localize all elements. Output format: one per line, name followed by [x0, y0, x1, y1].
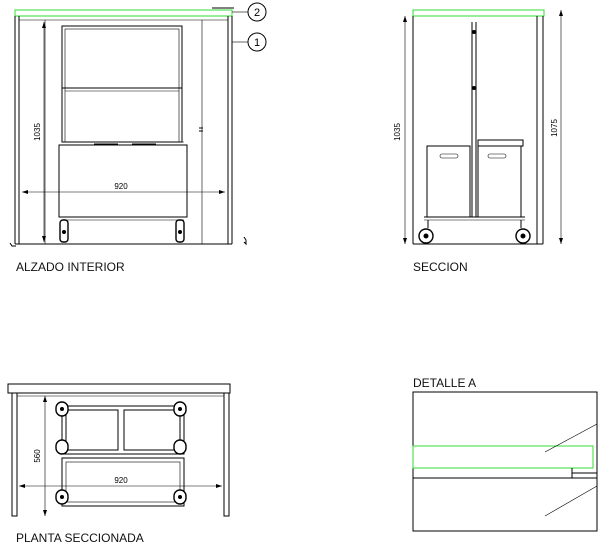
planta-depth-dimension: 560	[33, 449, 42, 463]
planta-left-panel	[11, 392, 18, 517]
alzado-wheel-left	[59, 219, 69, 243]
seccion-caption: SECCION	[413, 260, 468, 274]
alzado-top-panel	[14, 9, 233, 17]
planta-caster-bottom-left	[55, 489, 69, 505]
seccion-inner-height-dimension: 1035	[393, 123, 402, 141]
seccion-wheel-right	[515, 220, 531, 244]
planta-right-panel	[223, 392, 230, 517]
planta-caster-mid-left	[55, 439, 69, 455]
detalle-top-panel-section	[412, 445, 594, 469]
planta-caster-top-right	[173, 401, 187, 417]
view-detalle-a: DETALLE A	[412, 376, 598, 532]
planta-width-dimension: 920	[114, 476, 128, 485]
alzado-width-dimension: 920	[114, 182, 128, 191]
planta-caster-bottom-right	[173, 489, 187, 505]
callout-1: 1	[232, 32, 267, 52]
seccion-wheel-left	[418, 220, 434, 244]
svg-text:1: 1	[254, 37, 260, 49]
alzado-height-dimension: 1035	[33, 123, 42, 141]
planta-drawer-unit	[61, 405, 185, 507]
seccion-top-panel	[412, 9, 545, 17]
detalle-caption: DETALLE A	[413, 376, 476, 390]
alzado-drawer-unit	[58, 144, 188, 218]
planta-caption: PLANTA SECCIONADA	[16, 531, 144, 545]
view-planta-seccionada: 560 920 PLANTA SECCIONADA	[7, 383, 231, 545]
view-seccion: 1035 1075 SECCION	[393, 9, 563, 274]
view-alzado-interior: 1035 920 2 1 ALZADO INTERIOR	[9, 2, 267, 274]
callout-2: 2	[232, 2, 267, 22]
seccion-outer-height-dimension: 1075	[550, 119, 559, 137]
planta-caster-mid-right	[173, 439, 187, 455]
detalle-frame	[412, 391, 598, 532]
svg-text:2: 2	[254, 7, 260, 19]
seccion-drawer-left	[426, 145, 471, 218]
alzado-caption: ALZADO INTERIOR	[16, 260, 125, 274]
alzado-wheel-right	[175, 219, 185, 243]
planta-back-panel	[7, 383, 231, 394]
seccion-drawer-right	[477, 145, 522, 218]
alzado-shelf-frame	[61, 25, 183, 143]
planta-caster-top-left	[55, 401, 69, 417]
